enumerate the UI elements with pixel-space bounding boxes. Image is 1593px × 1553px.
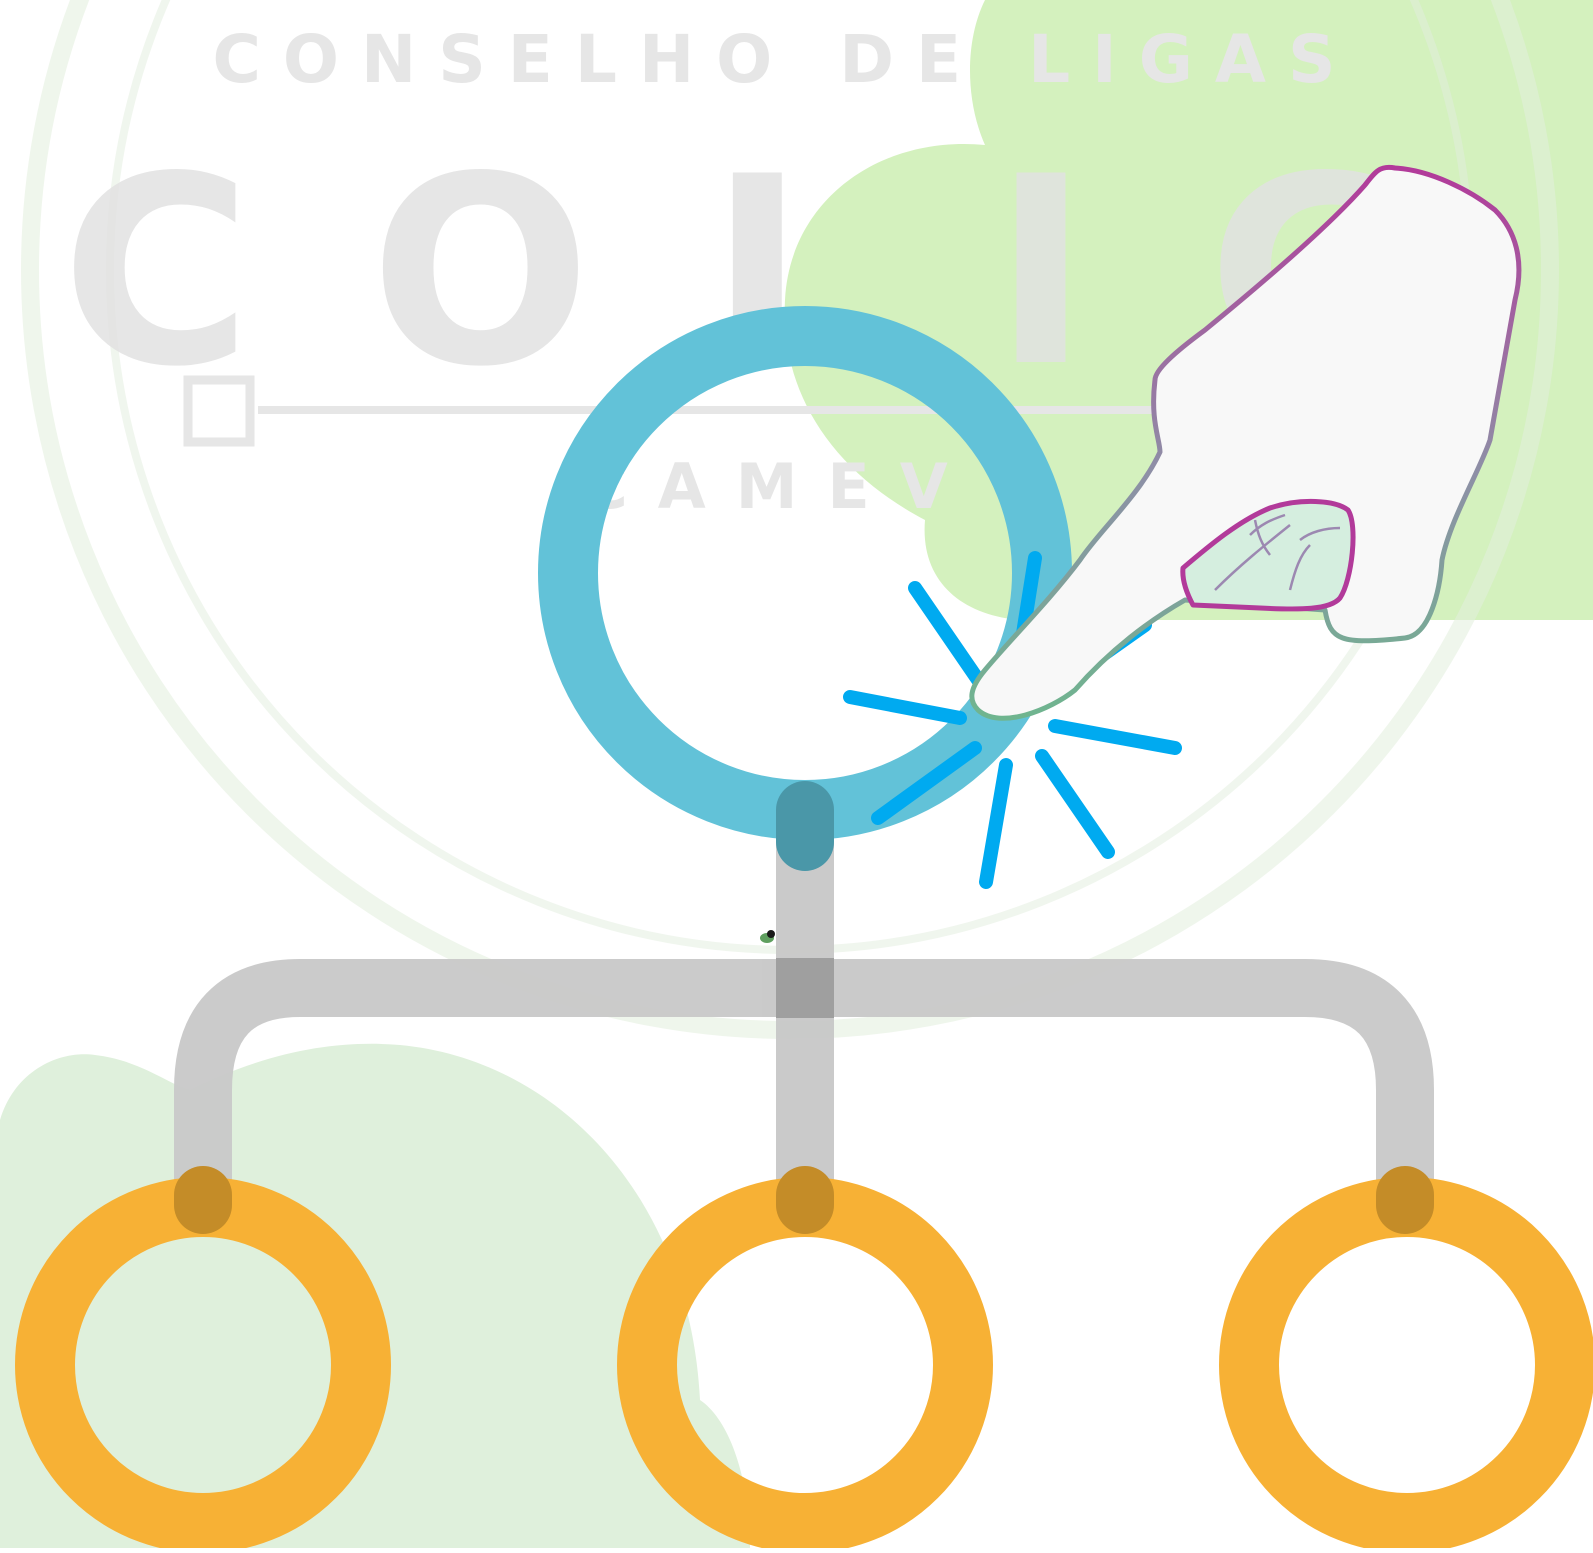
bottom-node-right (1249, 1207, 1565, 1523)
watermark-top-line: CONSELHO DE LIGAS (212, 21, 1357, 98)
watermark-bottom-line: CAMEV (582, 450, 978, 523)
junction-artifact (760, 930, 775, 943)
